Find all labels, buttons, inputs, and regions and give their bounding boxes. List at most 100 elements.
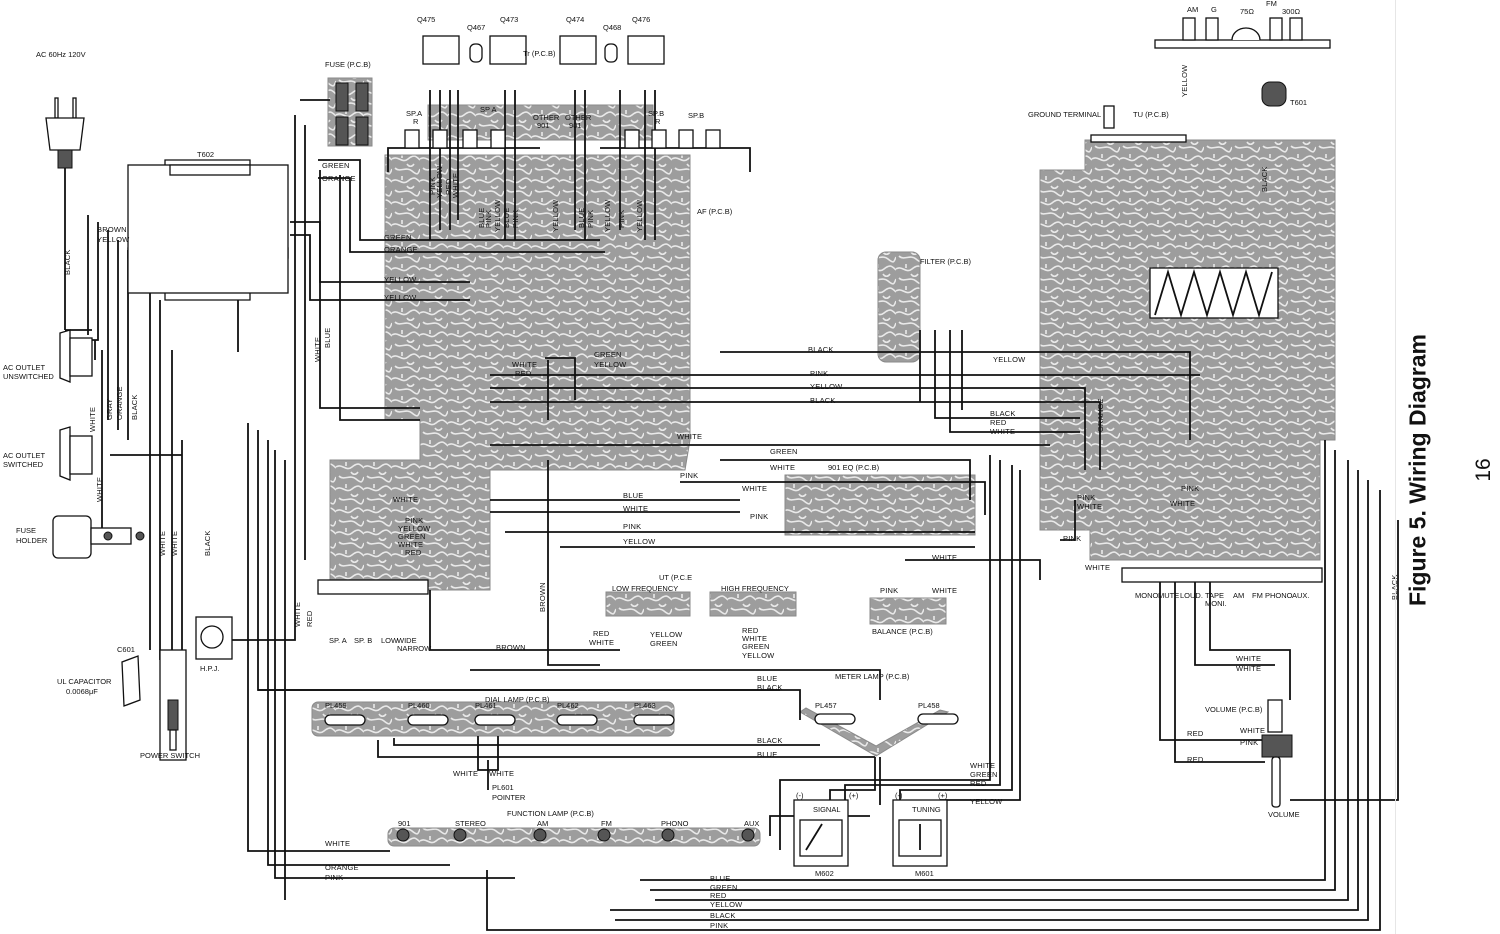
wire-label: YELLOW	[594, 360, 627, 369]
label-q476: Q476	[632, 15, 650, 24]
label-pl457: PL457	[815, 701, 837, 710]
label-sp-a-r: R	[413, 117, 419, 126]
label-other-901-2b: 901	[569, 121, 582, 130]
label-q468: Q468	[603, 23, 621, 32]
wire-label: BLUE	[502, 208, 511, 228]
wire-label: BLUE	[623, 491, 643, 500]
wire-label: RED	[710, 891, 727, 900]
wire	[905, 559, 1041, 580]
wire-label: WHITE	[970, 761, 995, 770]
pilot-lamp	[324, 714, 366, 726]
wire-label: WHITE	[489, 769, 514, 778]
wire	[470, 669, 881, 700]
ut-low-pcb	[605, 591, 691, 617]
wire-label: RED	[405, 548, 422, 557]
wire-label: RED	[305, 610, 314, 627]
label-other-901-2: OTHER	[565, 113, 592, 122]
label-high-frequency: HIGH FREQUENCY	[721, 584, 789, 593]
label-c601: C601	[117, 645, 135, 654]
label-ant-300: 300Ω	[1282, 7, 1301, 16]
label-volume: VOLUME	[1268, 810, 1300, 819]
label-tu-pcb: TU (P.C.B)	[1133, 110, 1169, 119]
wire	[1174, 580, 1265, 763]
wire	[829, 757, 876, 800]
wire-label: PINK	[428, 177, 437, 195]
label-sig-minus: (-)	[796, 791, 804, 800]
label-fl-phono: PHONO	[661, 819, 689, 828]
ac-outlet-switched	[59, 426, 93, 481]
eq-pcb	[784, 474, 976, 536]
wire	[247, 423, 390, 852]
function-lamp	[533, 828, 547, 842]
label-ul-capacitor-2: 0.0068μF	[66, 687, 98, 696]
wire-label: WHITE	[742, 484, 767, 493]
wire	[650, 450, 1336, 891]
ac-plug	[45, 97, 85, 330]
wire-label: YELLOW	[635, 199, 644, 232]
wire-label: WHITE	[88, 407, 97, 432]
wire-label: GREEN	[770, 447, 798, 456]
wire-label: BLACK	[1260, 166, 1269, 192]
label-m601: M601	[915, 869, 934, 878]
wire-label: BLACK	[808, 345, 834, 354]
wire-label: YELLOW	[384, 275, 417, 284]
wire-label: PINK	[680, 471, 698, 480]
wire	[610, 470, 1359, 911]
wire-label: WHITE	[95, 477, 104, 502]
label-q474: Q474	[566, 15, 584, 24]
label-pl460: PL460	[408, 701, 430, 710]
wire-label: GREEN	[322, 161, 350, 170]
transformer-t602	[127, 159, 289, 301]
wire	[1209, 580, 1291, 700]
pcb-boards	[311, 77, 1336, 847]
wire-label: WHITE	[1077, 502, 1102, 511]
label-sp-a-mid: SP A	[480, 105, 497, 114]
wire-label: WHITE	[932, 586, 957, 595]
wire-label: BROWN	[538, 582, 547, 612]
wire-label: WHITE	[1085, 563, 1110, 572]
wire-label: RED	[515, 369, 532, 378]
signal-meter-m602	[793, 799, 849, 867]
label-pl463: PL463	[634, 701, 656, 710]
wire-label: BLUE	[477, 208, 486, 228]
label-tun-minus: (-)	[895, 791, 903, 800]
wire-label: WHITE	[677, 432, 702, 441]
wire	[319, 170, 420, 409]
wire-label: YELLOW	[398, 524, 431, 533]
wire-label: WHITE	[742, 634, 767, 643]
wire	[339, 175, 420, 421]
label-volume-pcb: VOLUME (P.C.B)	[1205, 705, 1263, 714]
page-divider	[1395, 0, 1396, 934]
wire-label: ORANGE	[322, 174, 356, 183]
wire	[1194, 580, 1275, 666]
wire-label: ORANGE	[384, 245, 418, 254]
wire-label: BLACK	[710, 911, 736, 920]
wire	[318, 177, 605, 253]
function-lamp	[661, 828, 675, 842]
wire-label: PINK	[880, 586, 898, 595]
wire-label: PINK	[511, 210, 520, 228]
label-eq-pcb: 901 EQ (P.C.B)	[828, 463, 880, 472]
wire-label: GREEN	[970, 770, 998, 779]
label-tun-plus: (+)	[938, 791, 948, 800]
function-lamp	[396, 828, 410, 842]
wire-label: BROWN	[496, 643, 526, 652]
wire-label: WHITE	[1170, 499, 1195, 508]
label-sw-sp-a: SP. A	[329, 636, 347, 645]
wire-label: RED	[593, 629, 610, 638]
wire-label: ORANGE	[1096, 398, 1105, 432]
wire-label: WHITE	[293, 602, 302, 627]
label-sig-plus: (+)	[849, 791, 859, 800]
label-hpj: H.P.J.	[200, 664, 219, 673]
label-q473: Q473	[500, 15, 518, 24]
wire-label: BLUE	[577, 208, 586, 228]
label-sw-mute: MUTE	[1158, 591, 1179, 600]
wire-label: BLACK	[757, 683, 783, 692]
wire	[393, 738, 820, 746]
wire-label: BLACK	[203, 530, 212, 556]
wire	[640, 440, 1326, 881]
wire-label: WHITE	[158, 531, 167, 556]
label-t602: T602	[197, 150, 214, 159]
